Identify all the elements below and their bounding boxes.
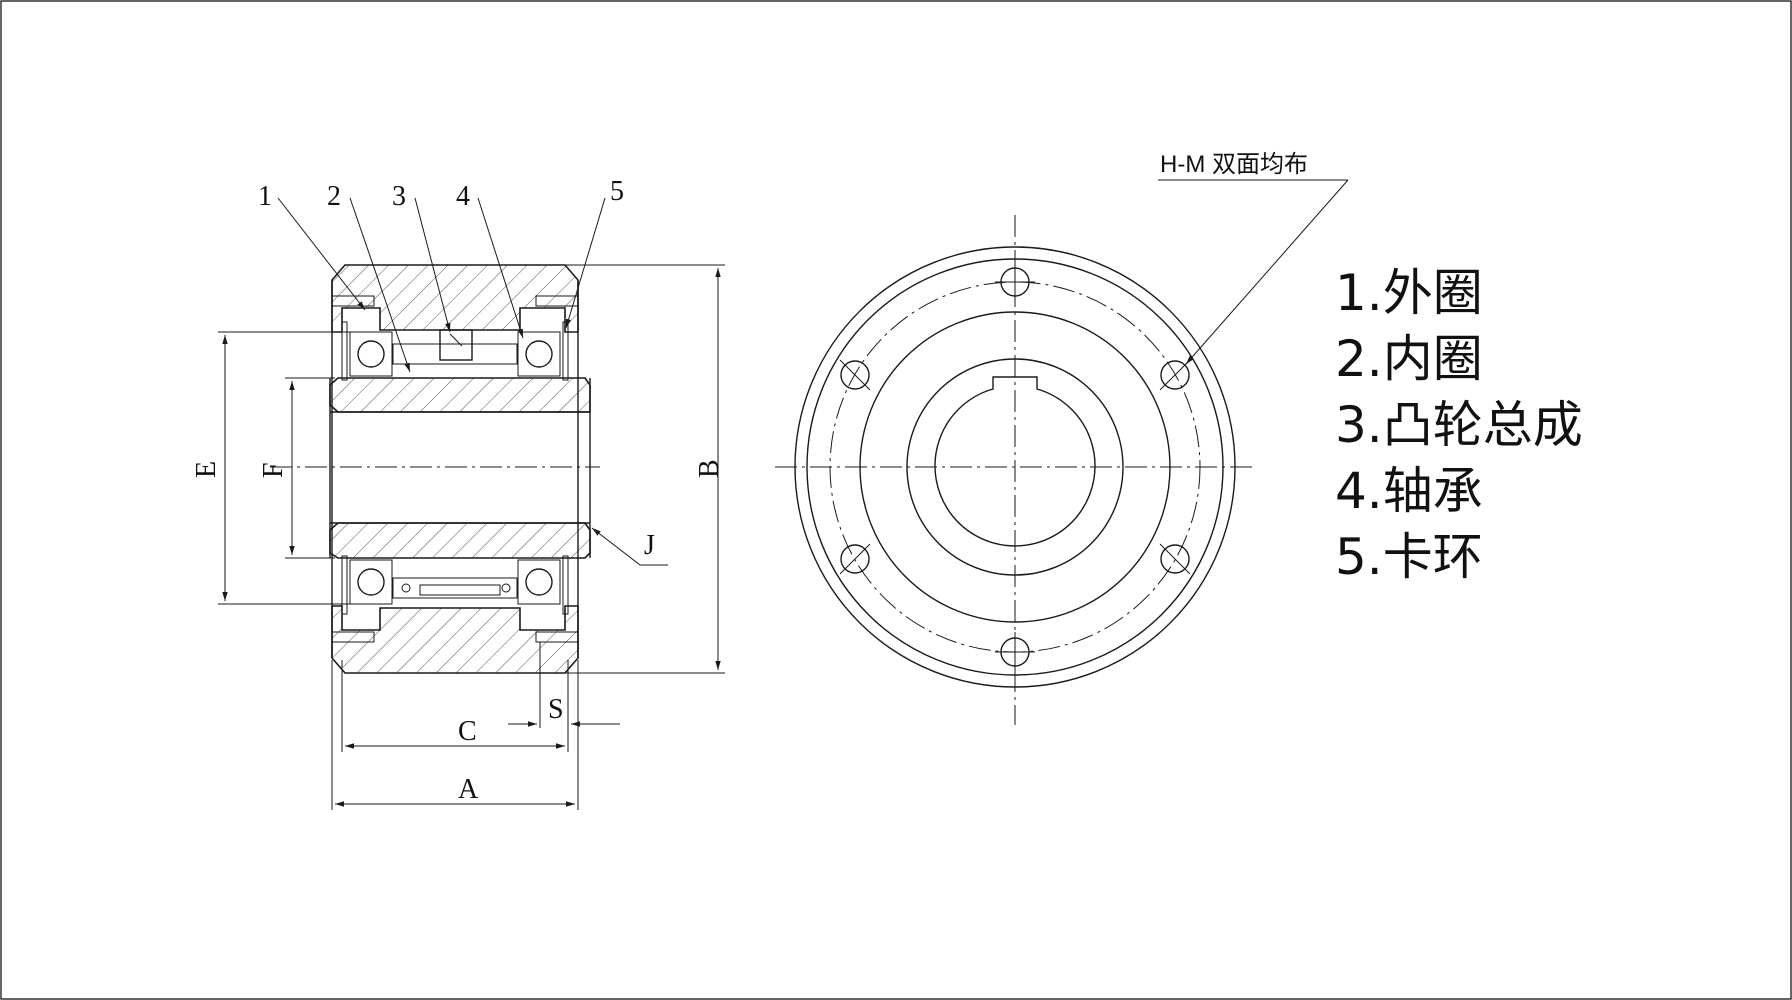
snap-ring-right-bottom — [562, 555, 569, 615]
snap-ring-right-top — [562, 321, 569, 381]
ball-right-top — [525, 340, 553, 368]
thread-hole-right-bottom — [535, 631, 579, 643]
hub-circle — [859, 311, 1171, 623]
legend-item-1: 1.外圈 — [1335, 264, 1483, 322]
bolt-hole-upper-left — [839, 359, 871, 391]
bearing-left-bottom — [349, 559, 393, 605]
legend-item-4: 4.轴承 — [1335, 462, 1483, 520]
leader-3 — [414, 197, 451, 333]
thread-hole-left-bottom — [331, 631, 375, 643]
snap-ring-left-bottom — [341, 555, 348, 615]
callout-3: 3 — [392, 181, 406, 212]
dim-label-B: B — [694, 459, 725, 478]
bearing-left-top — [349, 331, 393, 377]
leader-1 — [277, 197, 366, 311]
leader-hole-note — [1185, 179, 1349, 365]
callout-4: 4 — [456, 181, 470, 212]
callout-2: 2 — [327, 181, 341, 212]
cam-element-top — [439, 329, 473, 361]
dim-label-A: A — [458, 774, 479, 805]
inner-ring-top — [329, 377, 591, 413]
cam-bottom-inner — [419, 584, 501, 596]
snap-ring-left-top — [341, 321, 348, 381]
cam-pin-right — [501, 583, 511, 593]
bolt-hole-top — [995, 262, 1035, 302]
leader-4 — [477, 197, 524, 339]
dim-label-C: C — [458, 716, 477, 747]
leader-J-arrow — [591, 527, 641, 566]
dim-label-F: F — [258, 462, 289, 478]
cam-bottom — [392, 577, 518, 599]
bolt-hole-upper-right — [1159, 359, 1191, 391]
bore-with-keyway — [934, 376, 1096, 547]
cam-top — [392, 343, 518, 365]
bolt-hole-lower-right — [1159, 543, 1191, 575]
callout-5: 5 — [610, 176, 624, 207]
ball-left-top — [357, 340, 385, 368]
parts-legend: 1.外圈 2.内圈 3.凸轮总成 4.轴承 5.卡环 — [1335, 264, 1583, 586]
flange-outer-circle — [794, 246, 1236, 688]
dim-label-E: E — [191, 461, 222, 478]
bolt-hole-lower-left — [839, 543, 871, 575]
legend-item-2: 2.内圈 — [1335, 330, 1483, 388]
thread-hole-left-top — [331, 295, 375, 307]
section-view: 1 2 3 4 5 B E F A C S J — [191, 176, 725, 810]
thread-hole-right-top — [535, 295, 579, 307]
bolt-hole-bottom — [995, 632, 1035, 672]
dim-label-J: J — [644, 530, 655, 561]
callout-1: 1 — [258, 181, 272, 212]
outer-ring-bottom — [331, 605, 579, 674]
outer-ring-top — [331, 264, 579, 333]
bearing-right-top — [517, 331, 561, 377]
bearing-right-bottom — [517, 559, 561, 605]
inner-ring-bottom — [329, 522, 591, 559]
dim-label-S: S — [548, 694, 564, 725]
leader-5 — [565, 197, 606, 329]
flange-inner-circle — [806, 258, 1224, 676]
hub-step-circle — [906, 358, 1124, 576]
ball-right-bottom — [525, 568, 553, 596]
cam-pin-left — [401, 583, 411, 593]
leader-2 — [349, 197, 411, 373]
legend-item-3: 3.凸轮总成 — [1335, 396, 1583, 454]
legend-item-5: 5.卡环 — [1335, 528, 1483, 586]
front-view: H-M 双面均布 — [775, 151, 1349, 725]
hole-note: H-M 双面均布 — [1160, 151, 1308, 178]
cam-spring-top — [449, 333, 463, 347]
ball-left-bottom — [357, 568, 385, 596]
